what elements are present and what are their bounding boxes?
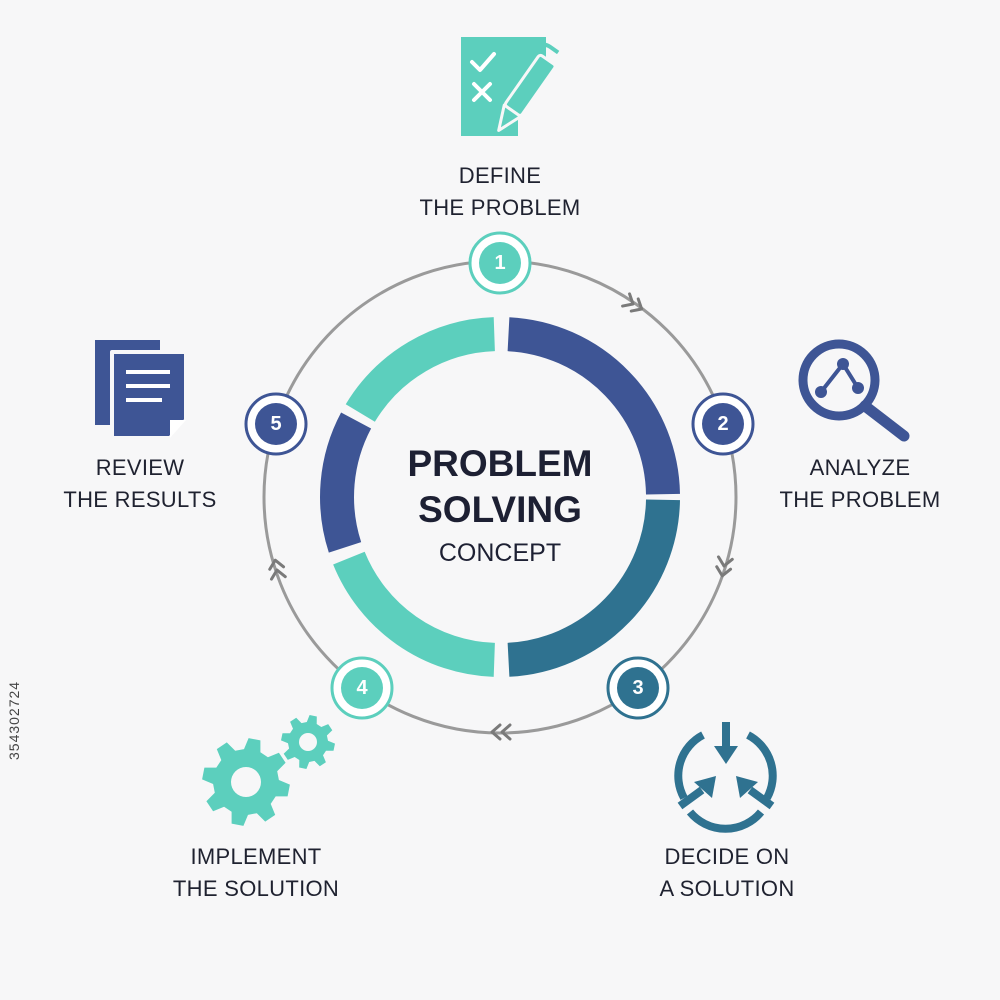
step-5-label-line1: REVIEW [95,455,185,480]
chevron-arrow-icon [621,292,644,313]
inner-segment-1 [345,317,496,423]
step-badge-2 [691,392,755,456]
step-badge-5 [244,392,308,456]
chevron-arrow-icon [490,723,512,741]
converging-arrows-icon [674,722,777,833]
center-subtitle: CONCEPT [438,539,562,567]
chevron-arrow-icon [715,555,734,578]
documents-icon [95,340,188,440]
inner-segment-4 [333,551,496,677]
center-title-line1: PROBLEM [407,443,593,484]
inner-segment-2 [507,317,680,495]
step-2-label-line2: THE PROBLEM [779,487,941,512]
inner-segment-5 [320,412,372,553]
step-1-label-line1: DEFINE [458,163,542,188]
chevron-arrow-icon [268,558,287,581]
checklist-pen-icon [461,37,560,136]
step-4-label-line2: THE SOLUTION [172,876,340,901]
step-badge-1 [468,231,532,295]
inner-segment-3 [507,499,680,677]
step-number-2: 2 [717,413,729,435]
magnifier-graph-icon [798,339,910,442]
center-title-line2: SOLVING [418,489,582,530]
step-2-label-line1: ANALYZE [809,455,911,480]
step-badge-3 [606,656,670,720]
gear-hole [299,733,317,751]
step-1-label: DEFINE THE PROBLEM [400,160,600,224]
step-number-3: 3 [632,677,644,699]
step-4-label: IMPLEMENT THE SOLUTION [156,841,356,905]
gears-icon [202,715,335,826]
step-3-label-line2: A SOLUTION [659,876,795,901]
gear-hole [231,767,261,797]
step-5-label-line2: THE RESULTS [63,487,217,512]
step-number-4: 4 [356,677,368,699]
flow-chevrons [268,292,734,741]
step-badge-4 [330,656,394,720]
step-3-label: DECIDE ON A SOLUTION [627,841,827,905]
step-3-label-line1: DECIDE ON [664,844,790,869]
step-5-label: REVIEW THE RESULTS [40,452,240,516]
step-1-label-line2: THE PROBLEM [419,195,581,220]
stock-id-number: 354302724 [6,680,22,760]
inner-segment-ring [320,317,680,677]
step-number-5: 5 [270,413,282,435]
step-number-1: 1 [494,252,506,274]
step-2-label: ANALYZE THE PROBLEM [760,452,960,516]
step-4-label-line1: IMPLEMENT [190,844,322,869]
